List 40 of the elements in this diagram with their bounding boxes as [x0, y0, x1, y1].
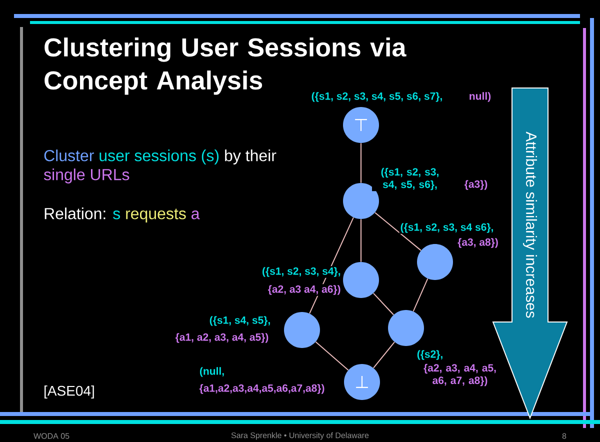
connector-line — [372, 292, 394, 316]
intent-label: {a2, a3, a4, a5, a6, a7, a8}) — [413, 362, 507, 388]
extent-label: (null, — [198, 366, 226, 378]
footer-text: WODA 05 — [34, 433, 70, 439]
label: Cluster — [44, 150, 94, 162]
label: user sessions (s) — [100, 150, 219, 164]
extent-label: ({s1, s2, s3, s4}, — [261, 266, 342, 278]
label: single URLs — [44, 168, 130, 184]
connector-line — [360, 142, 362, 184]
label: a — [192, 210, 200, 220]
label: by their — [225, 150, 276, 164]
intent-label: {a1, a2, a3, a4, a5}) — [174, 332, 270, 344]
footer-text: 8 — [562, 433, 566, 439]
intent-label: {a2, a3 a4, a6}) — [266, 284, 342, 296]
citation: [ASE04] — [44, 385, 94, 399]
connector-line — [360, 218, 362, 262]
intent-label: {a1,a2,a3,a4,a5,a6,a7,a8}) — [198, 383, 326, 395]
footer-text: Sara Sprenkle • University of Delaware — [231, 432, 369, 440]
label: requests — [126, 208, 186, 222]
intent-label: {a3}) — [463, 179, 489, 191]
connector-line — [315, 341, 349, 371]
extent-label: ({s1, s4, s5}, — [208, 315, 272, 327]
concept-circle — [417, 244, 453, 280]
concept-circle — [284, 312, 320, 348]
extent-label: ({s1, s2, s3, s4, s5, s6}, — [372, 166, 448, 192]
extent-label: ({s1, s2, s3, s4 s6}, — [399, 222, 495, 234]
arrow-label: Attribute similarity increases — [523, 132, 537, 318]
intent-label: {a3, a8}) — [456, 237, 500, 249]
connector-line — [374, 212, 422, 251]
concept-circle — [343, 262, 379, 298]
body-text: Cluster user sessions (s) by their single URLs — [44, 150, 276, 184]
extent-label: ({s2}, — [416, 349, 444, 361]
connector-line — [373, 342, 395, 368]
intent-label: null) — [468, 91, 492, 103]
connector-line — [412, 278, 428, 312]
concept-circle — [388, 310, 424, 346]
label: s — [113, 210, 120, 220]
concept-circle — [343, 183, 379, 219]
label: Relation: — [44, 208, 106, 220]
body-text: Relation: s requests a — [44, 208, 200, 222]
